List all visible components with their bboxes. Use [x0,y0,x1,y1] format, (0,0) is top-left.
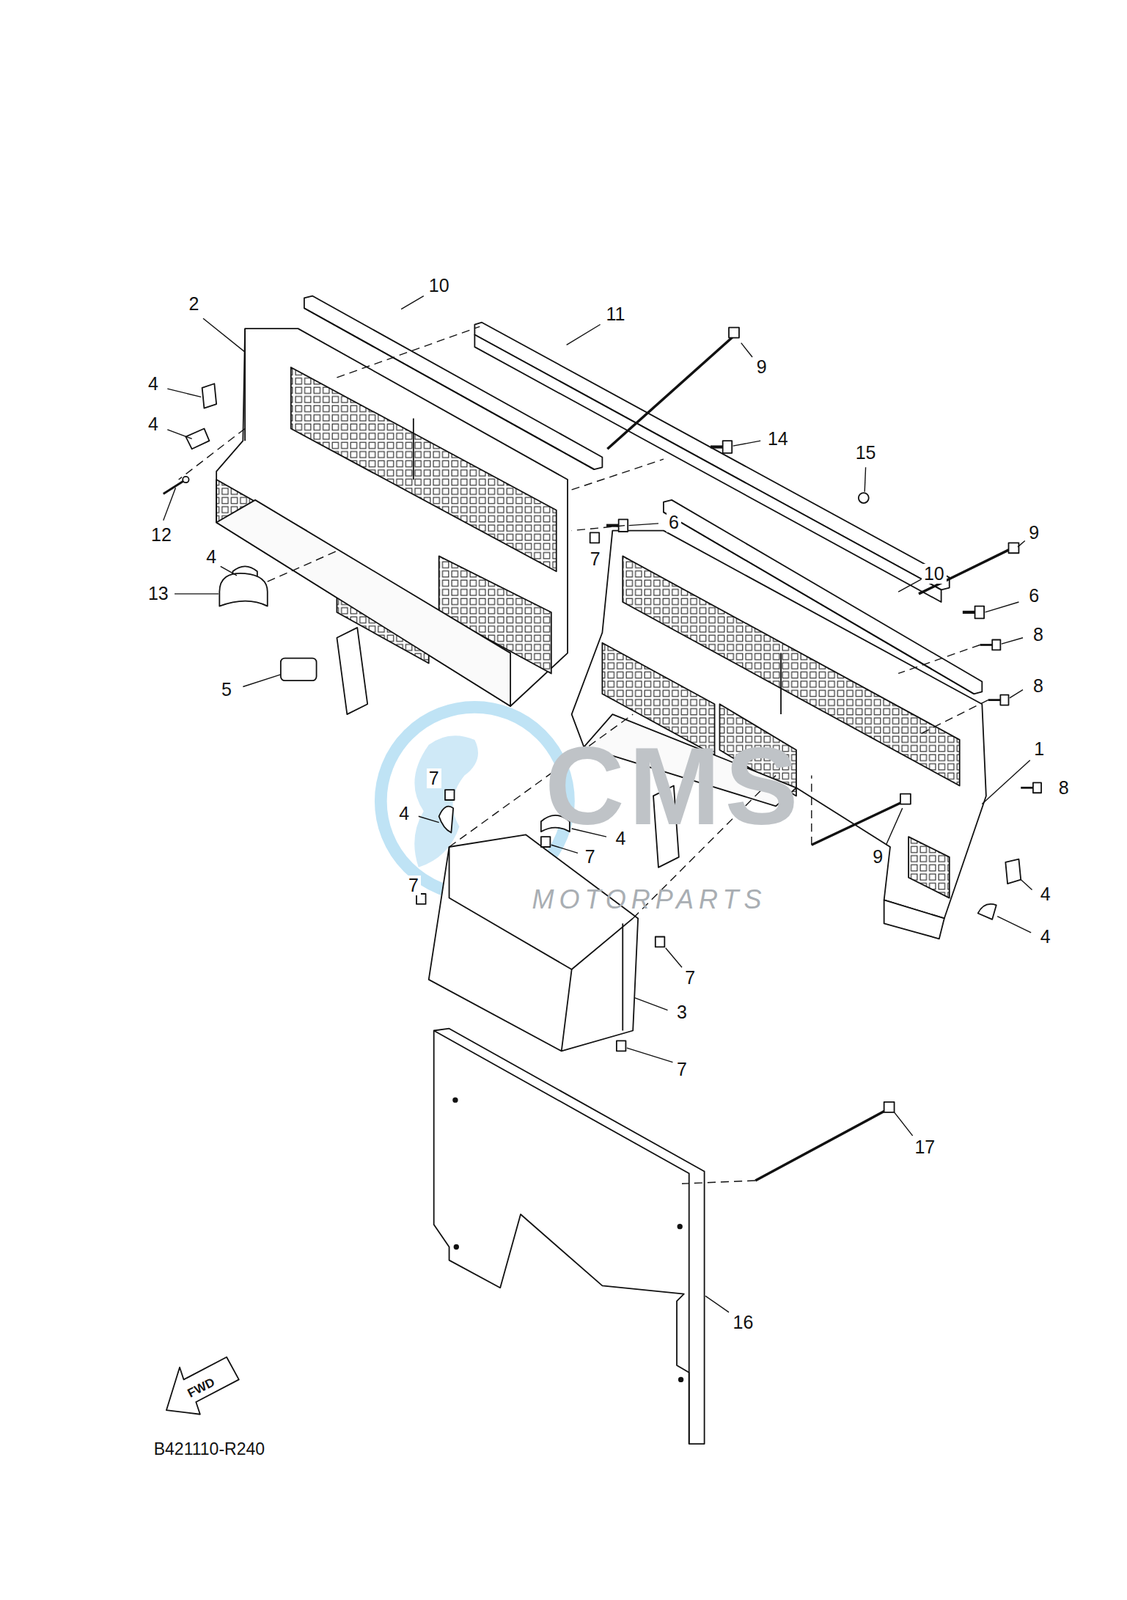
leader-line [167,429,192,440]
leader-line [894,1112,913,1136]
leader-line [626,1047,674,1062]
callout-number: 4 [203,547,219,567]
callout-number: 5 [219,679,234,700]
callout-number: 7 [426,768,442,789]
callout-number: 6 [1026,585,1042,606]
leader-line [885,808,902,845]
callout-number: 8 [1030,624,1046,645]
callout-number: 14 [765,428,791,449]
watermark: MOTORPARTS [531,886,767,913]
leader-line [733,440,762,446]
leader-line [629,523,659,526]
callout-number: 7 [588,549,603,569]
callout-number: 12 [148,525,174,545]
leader-line [551,844,578,853]
leader-line [1009,689,1023,699]
leader-line [741,343,753,358]
pad [185,383,1021,920]
forward-mark: FWD [185,1375,217,1400]
callout-number: 9 [870,846,886,867]
callout-number: 11 [604,304,628,325]
callout-number: 10 [921,563,947,584]
leader-line [665,948,682,968]
callout-number: 6 [666,512,682,533]
leader-line [981,760,1030,805]
watermark: CMS [544,731,803,842]
leader-line [864,467,866,492]
leader-line [997,916,1031,933]
duct-box [428,834,638,1051]
leader-line [1017,541,1026,548]
leader-line [984,601,1019,613]
callout-number: 17 [912,1137,938,1158]
callout-number: 4 [396,803,412,824]
callout-number: 3 [674,1002,690,1023]
insulation-board [434,1028,705,1444]
callout-number: 7 [582,846,598,867]
left-panel [216,328,568,715]
leader-line [634,997,668,1011]
leader-line [566,324,601,346]
callout-number: 8 [1056,777,1072,798]
leader-line [163,296,1033,1313]
callout-number: 16 [731,1312,756,1333]
callout-number: 7 [682,967,698,988]
callout-number: 4 [145,373,161,394]
leader-line [1001,637,1023,644]
callout-number: 4 [145,414,161,435]
callout-number: 13 [145,583,171,604]
callout-number: 10 [426,275,452,296]
leader-line [167,388,201,397]
callout-number: 9 [754,357,770,377]
leader-line [174,593,219,594]
callout-number: 7 [674,1059,690,1080]
callout-number: 4 [1038,926,1053,947]
callout-number: 7 [406,875,421,896]
leader-line [163,487,176,521]
leader-line [220,566,237,576]
leader-line [705,1295,729,1312]
forward-arrow [166,1357,240,1415]
leader-line [203,318,245,352]
callout-number: 1 [1031,739,1047,759]
callout-number: 15 [853,442,879,463]
leader-line [1020,879,1032,891]
leader-line [418,816,440,822]
leader-line [898,579,921,592]
drawing-code: B421110-R240 [153,1440,265,1458]
leader-line [242,674,281,688]
callout-number: 4 [1038,884,1053,905]
callout-number: 2 [186,294,202,314]
callout-number: 9 [1026,522,1042,543]
callout-number: 8 [1030,676,1046,696]
assembly-line [178,326,989,1184]
leader-line [401,296,424,310]
